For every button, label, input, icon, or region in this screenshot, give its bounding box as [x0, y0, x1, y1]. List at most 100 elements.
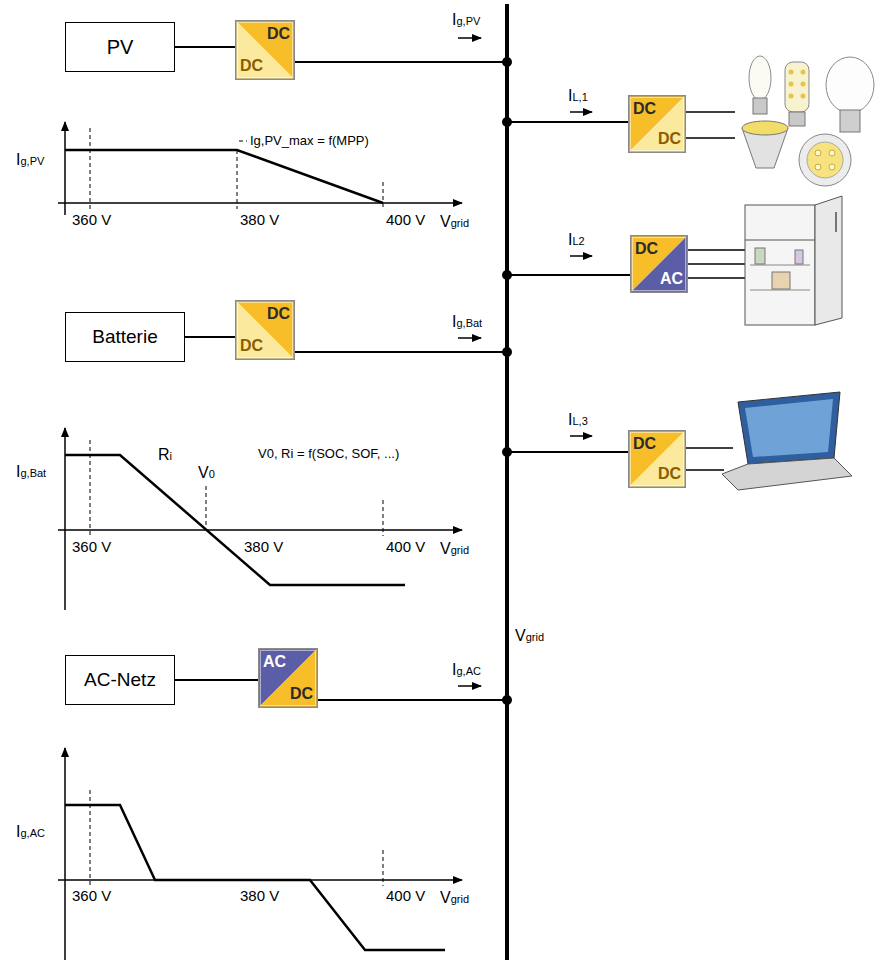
current-arrow [458, 685, 481, 687]
converter-label: DC [633, 435, 656, 453]
bulb-base [789, 112, 805, 126]
tick-label: 400 V [386, 538, 425, 556]
converter-half [258, 648, 318, 708]
power-line [509, 274, 630, 276]
converter-border [631, 236, 688, 293]
axis-label: Ig,PV [16, 150, 44, 169]
screen-display [745, 399, 833, 457]
laptop-base [722, 458, 852, 490]
characteristic-curve [65, 150, 383, 203]
converter-icon: DCDC [628, 95, 686, 153]
converter-half [235, 20, 295, 80]
converter-label: DC [658, 130, 681, 148]
converter-icon: DCDC [235, 20, 295, 80]
led-dot [801, 94, 806, 99]
wire [686, 112, 735, 138]
converter-label: DC [267, 305, 290, 323]
converter-icon: DCAC [630, 235, 688, 293]
led-dot [829, 150, 835, 156]
led-dot [815, 164, 821, 170]
converter-half [235, 300, 295, 360]
converter-border [259, 649, 318, 708]
corn-bulb [785, 62, 809, 112]
converter-bevel [261, 651, 316, 706]
food-item [795, 250, 803, 264]
node-label: PV [107, 35, 134, 59]
current-arrow [570, 111, 592, 113]
current-arrow [570, 255, 592, 257]
food-item [772, 272, 790, 289]
tick-label: 360 V [72, 211, 111, 229]
freezer-line [745, 240, 815, 241]
current-label: Ig,AC [452, 660, 481, 679]
converter-half [628, 95, 686, 153]
source-box: AC-Netz [65, 655, 175, 705]
converter-label: DC [658, 465, 681, 483]
tick-label: 400 V [386, 887, 425, 905]
led-dot [801, 82, 806, 87]
tick-label: 400 V [386, 211, 425, 229]
y-axis [64, 748, 66, 960]
current-label: Ig,Bat [452, 312, 482, 331]
bus-label: Vgrid [515, 626, 544, 645]
converter-half [630, 235, 688, 293]
power-line [295, 351, 505, 353]
spot-front [807, 142, 843, 178]
x-axis [58, 202, 462, 204]
converter-border [236, 301, 295, 360]
converter-half [258, 648, 318, 708]
converter-bevel [238, 23, 293, 78]
fridge-illustration [745, 196, 842, 325]
wire [686, 448, 733, 470]
tick-label: 380 V [244, 538, 283, 556]
appliance-wires [686, 112, 745, 470]
converter-half [628, 430, 686, 488]
axis-label: Vgrid [440, 888, 469, 907]
curve-label: Ri [158, 445, 172, 464]
candle-bulb [749, 56, 771, 100]
shelf [750, 265, 810, 266]
dc-bus: Vgrid [505, 4, 509, 960]
spot-lamp [799, 134, 851, 186]
bulb-base [753, 98, 767, 114]
food-item [755, 248, 765, 264]
characteristic-curve [65, 805, 445, 950]
ac-chart [58, 748, 462, 960]
current-arrow [458, 37, 481, 39]
converter-half [235, 300, 295, 360]
characteristic-curve [65, 455, 405, 585]
power-line [509, 451, 628, 453]
node-label: AC-Netz [84, 669, 156, 692]
converter-border [236, 21, 295, 80]
converter-label: DC [290, 685, 313, 703]
power-line [175, 679, 258, 681]
current-label: IL2 [568, 230, 585, 249]
laptop-screen [738, 392, 840, 464]
axis-label: Ig,Bat [16, 462, 46, 481]
converter-label: AC [660, 270, 683, 288]
converter-half [628, 430, 686, 488]
wire [688, 250, 745, 278]
power-line [185, 336, 235, 338]
converter-label: DC [240, 57, 263, 75]
tick-label: 380 V [240, 887, 279, 905]
power-line [295, 61, 505, 63]
led-dots [789, 70, 806, 99]
power-line [175, 46, 235, 48]
converter-label: DC [240, 337, 263, 355]
door-handle [835, 212, 837, 232]
axis-label: Vgrid [440, 212, 469, 231]
shelf [750, 290, 810, 291]
power-line [318, 699, 505, 701]
current-label: IL,1 [568, 86, 588, 105]
converter-icon: DCDC [235, 300, 295, 360]
x-axis [58, 529, 462, 531]
converter-border [629, 431, 686, 488]
bulb-base [840, 110, 860, 132]
current-arrow [458, 337, 481, 339]
current-arrow [570, 435, 592, 437]
power-line [509, 121, 628, 123]
converter-label: DC [633, 100, 656, 118]
laptop-illustration [722, 392, 852, 490]
